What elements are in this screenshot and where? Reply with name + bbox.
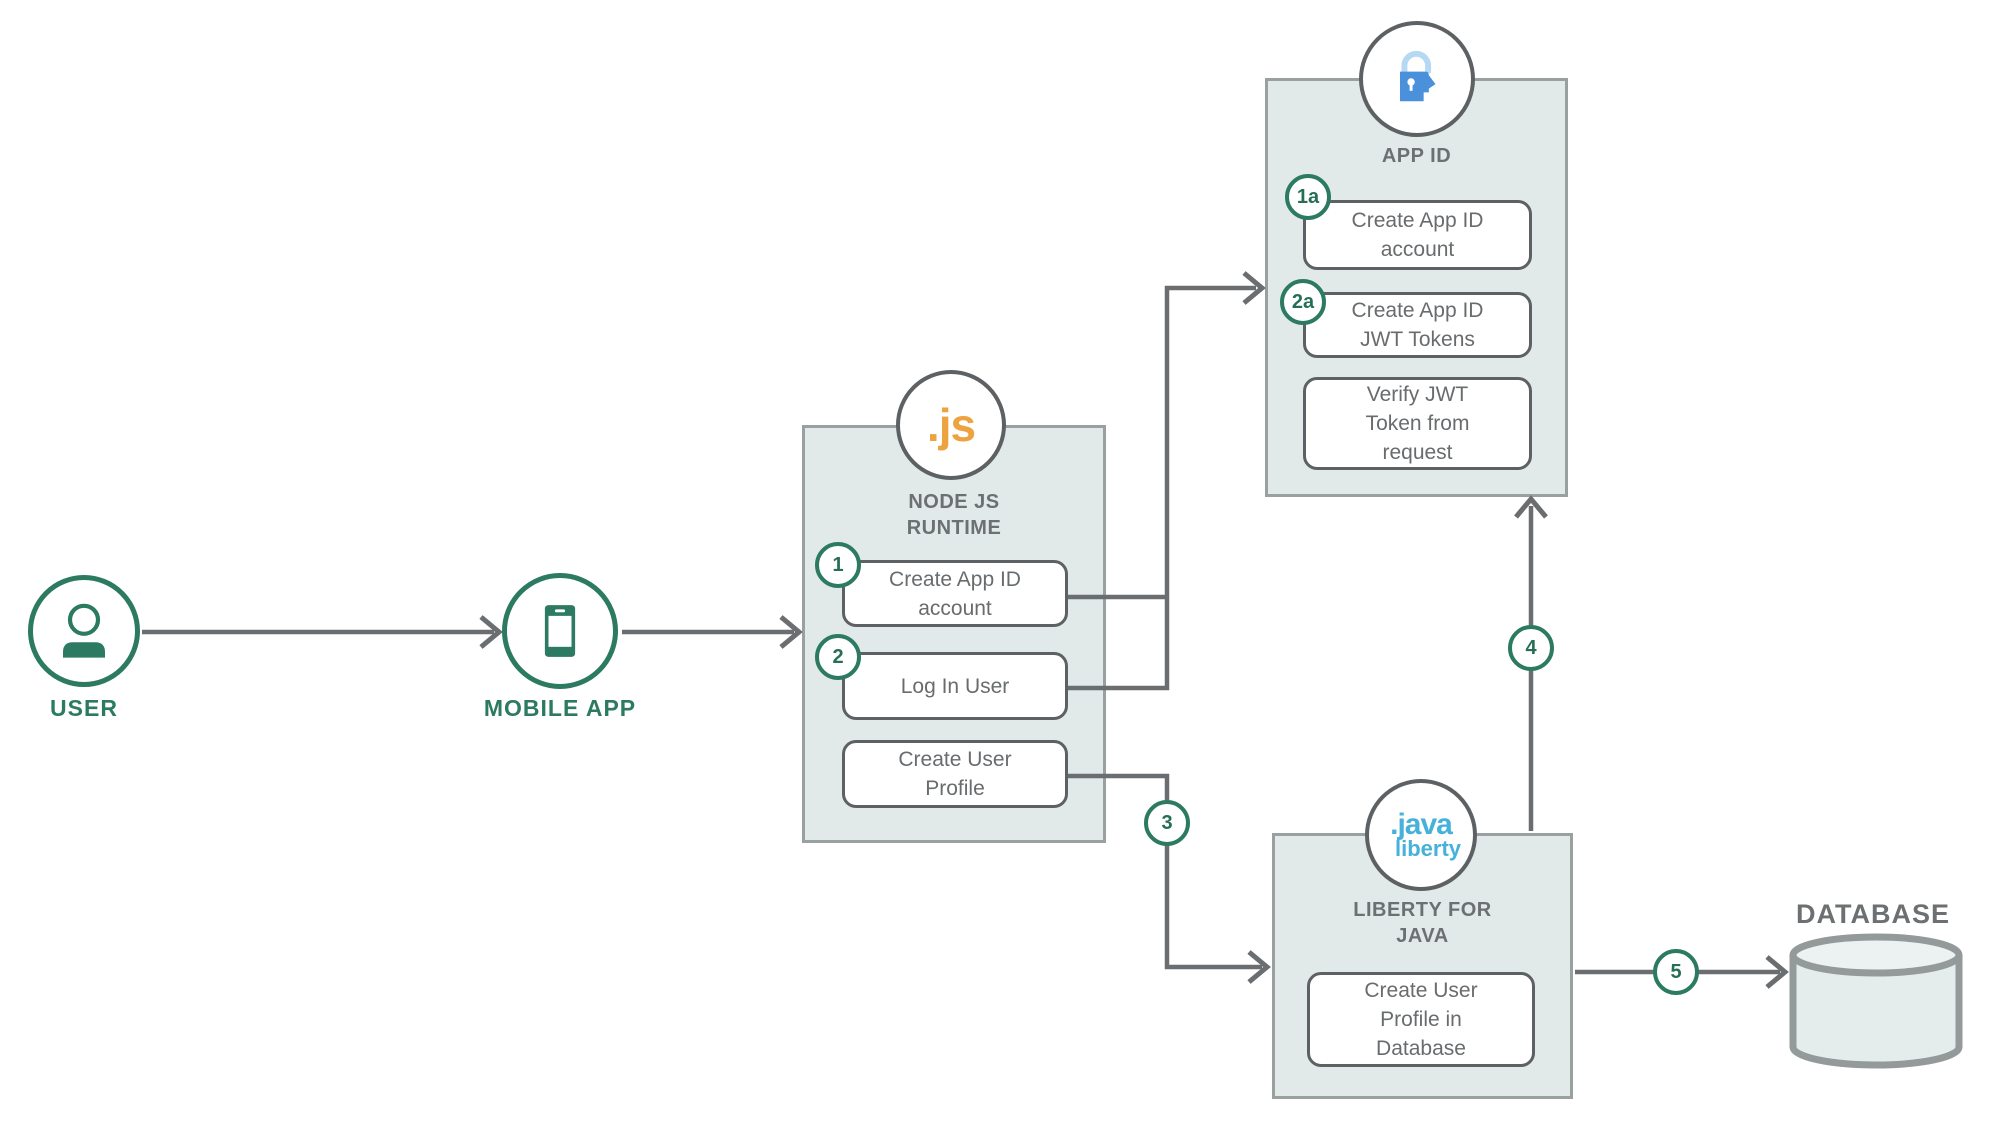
step-verify-jwt-token: Verify JWT Token from request [1303, 377, 1532, 470]
user-icon [63, 603, 105, 658]
app-id-panel-label: APP ID [1381, 145, 1452, 167]
arrowhead-icon [1514, 495, 1548, 519]
mobile-app-node [502, 573, 618, 689]
app-id-lock-icon [1399, 50, 1436, 102]
app-id-logo-circle [1359, 21, 1475, 137]
mobile-phone-icon [544, 605, 576, 657]
java-liberty-logo: .java liberty [1390, 808, 1462, 861]
database-label: DATABASE [1796, 899, 1950, 929]
nodejs-logo-circle: .js [896, 370, 1006, 480]
arrowhead-icon [1242, 271, 1266, 305]
arrowhead-icon [1765, 955, 1789, 989]
step-log-in-user: Log In User [842, 652, 1068, 720]
nodejs-panel-label: NODE JS RUNTIME [906, 491, 1002, 539]
user-node [28, 575, 140, 687]
step-badge-2: 2 [815, 634, 861, 680]
step-badge-1: 1 [815, 542, 861, 588]
mobile-app-label: MOBILE APP [483, 695, 637, 721]
step-badge-1a: 1a [1285, 174, 1331, 220]
step-create-appid-account-appid: Create App ID account [1303, 200, 1532, 270]
database-cylinder-icon [1789, 933, 1963, 1069]
app-id-panel-content: APP ID Create App ID account Create App … [1265, 21, 1568, 497]
liberty-panel-content: .java liberty LIBERTY FOR JAVA Create Us… [1272, 779, 1573, 1099]
connector-step2-to-appid [1068, 285, 1256, 691]
flow-badge-5: 5 [1653, 949, 1699, 995]
connector-step3-to-liberty [1068, 773, 1262, 970]
step-create-user-profile-db: Create User Profile in Database [1307, 972, 1535, 1067]
step-create-appid-account: Create App ID account [842, 560, 1068, 627]
arrowhead-icon [779, 615, 803, 649]
arrowhead-icon [1247, 950, 1271, 984]
step-badge-2a: 2a [1280, 279, 1326, 325]
liberty-logo-circle: .java liberty [1365, 779, 1477, 891]
nodejs-logo: .js [926, 399, 976, 451]
user-label: USER [50, 695, 118, 721]
flow-badge-4: 4 [1508, 625, 1554, 671]
step-create-jwt-tokens: Create App ID JWT Tokens [1303, 292, 1532, 358]
arrowhead-icon [479, 615, 503, 649]
flow-badge-3: 3 [1144, 800, 1190, 846]
liberty-panel-label: LIBERTY FOR JAVA [1353, 899, 1492, 947]
nodejs-panel-content: .js NODE JS RUNTIME Create App ID accoun… [802, 370, 1106, 843]
step-create-user-profile: Create User Profile [842, 740, 1068, 808]
